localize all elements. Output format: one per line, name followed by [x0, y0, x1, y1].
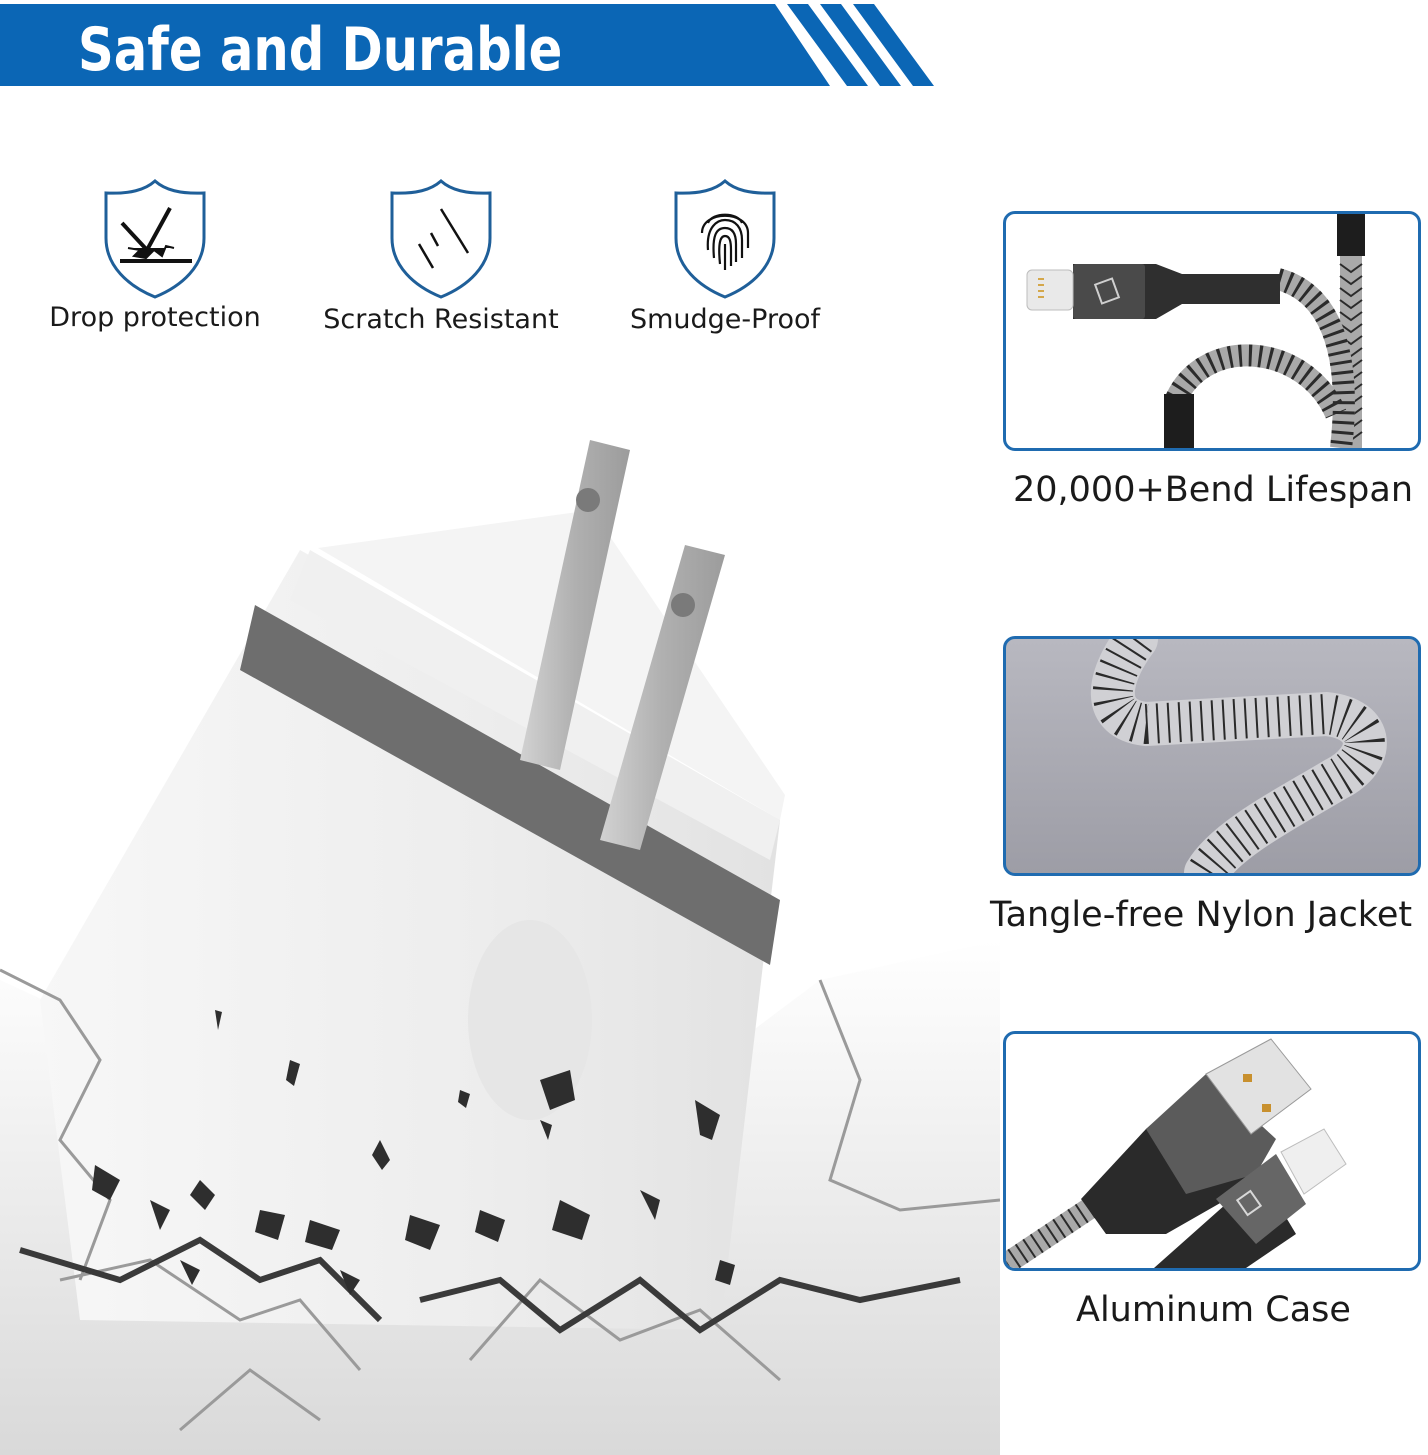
usb-and-lightning-connectors-image	[1006, 1038, 1347, 1268]
plug-prongs	[520, 440, 725, 850]
banner-title: Safe and Durable	[78, 15, 563, 85]
shield-impact-icon	[104, 178, 206, 299]
panel-aluminum-case	[1003, 1031, 1421, 1271]
panel-bend-lifespan	[1003, 211, 1421, 451]
panel-caption-bend-lifespan: 20,000+Bend Lifespan	[1013, 470, 1414, 510]
feature-smudge-proof: Smudge-Proof	[600, 178, 850, 335]
banner-background	[0, 4, 934, 86]
feature-drop-protection: Drop protection	[30, 178, 280, 333]
title-banner: Safe and Durable	[0, 4, 935, 86]
feature-label: Scratch Resistant	[323, 304, 559, 335]
lightning-cable-bend-image	[1026, 214, 1365, 448]
braided-nylon-cable-image	[1090, 639, 1387, 873]
feature-label: Drop protection	[49, 302, 261, 333]
shield-fingerprint-icon	[674, 178, 776, 299]
feature-label: Smudge-Proof	[629, 304, 821, 335]
panel-caption-aluminum-case: Aluminum Case	[1076, 1290, 1351, 1330]
charger-impact-illustration	[0, 440, 1000, 1455]
panel-nylon-jacket	[1003, 636, 1421, 876]
feature-scratch-resistant: Scratch Resistant	[316, 178, 566, 335]
panel-caption-nylon-jacket: Tangle-free Nylon Jacket	[990, 895, 1413, 935]
shield-scratch-icon	[390, 178, 492, 299]
